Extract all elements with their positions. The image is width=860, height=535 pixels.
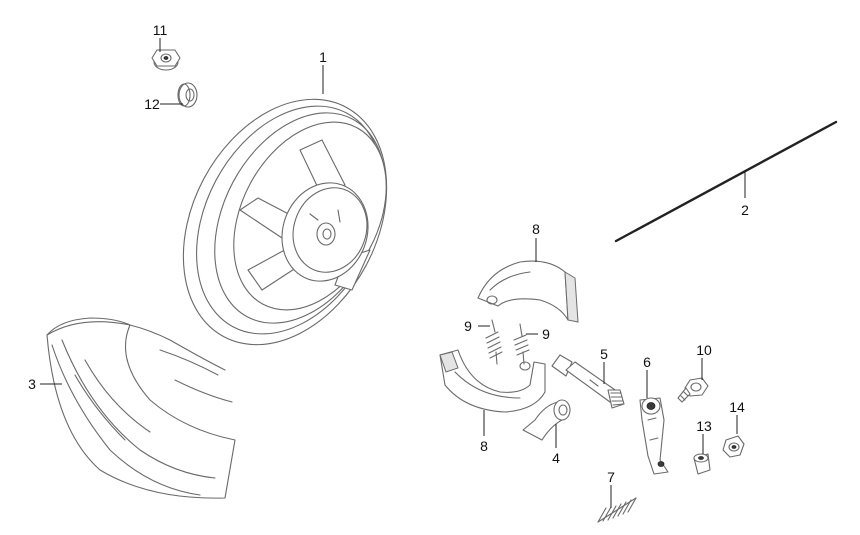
part-11-flange-nut [151,49,181,71]
callout-8-upper: 8 [532,221,540,237]
part-8-brake-shoe-lower [439,349,546,413]
callout-9-left: 9 [464,318,472,334]
callout-7: 7 [607,469,615,485]
callout-6: 6 [643,354,651,370]
callout-2: 2 [741,202,749,218]
part-13-pin [693,453,711,475]
part-6-brake-arm [639,397,669,475]
callout-9-right: 9 [542,326,550,342]
callout-5: 5 [600,346,608,362]
part-5-brake-cam [551,354,625,409]
callout-13: 13 [696,418,712,434]
part-8-brake-shoe-upper [477,260,579,323]
part-12-washer [177,82,198,108]
part-7-return-spring [597,497,637,523]
part-2-brake-rod [614,120,838,243]
part-3-tyre [46,317,236,499]
callout-14: 14 [729,399,745,415]
part-4-felt-seal [522,399,571,441]
callout-labels: 11 12 1 2 3 8 9 9 5 6 10 14 13 8 4 7 [28,22,749,485]
part-14-nut [722,435,745,458]
part-9-spring-left [485,319,503,365]
callout-4: 4 [552,450,560,466]
part-10-bolt [677,377,709,403]
leader-lines [40,38,746,508]
callout-3: 3 [28,376,36,392]
callout-11: 11 [153,22,168,38]
part-9-spring-right [513,323,530,365]
part-1-wheel-rim [182,98,388,346]
callout-1: 1 [319,49,327,65]
callout-10: 10 [696,342,712,358]
callout-12: 12 [144,96,160,112]
callout-8-lower: 8 [480,438,488,454]
